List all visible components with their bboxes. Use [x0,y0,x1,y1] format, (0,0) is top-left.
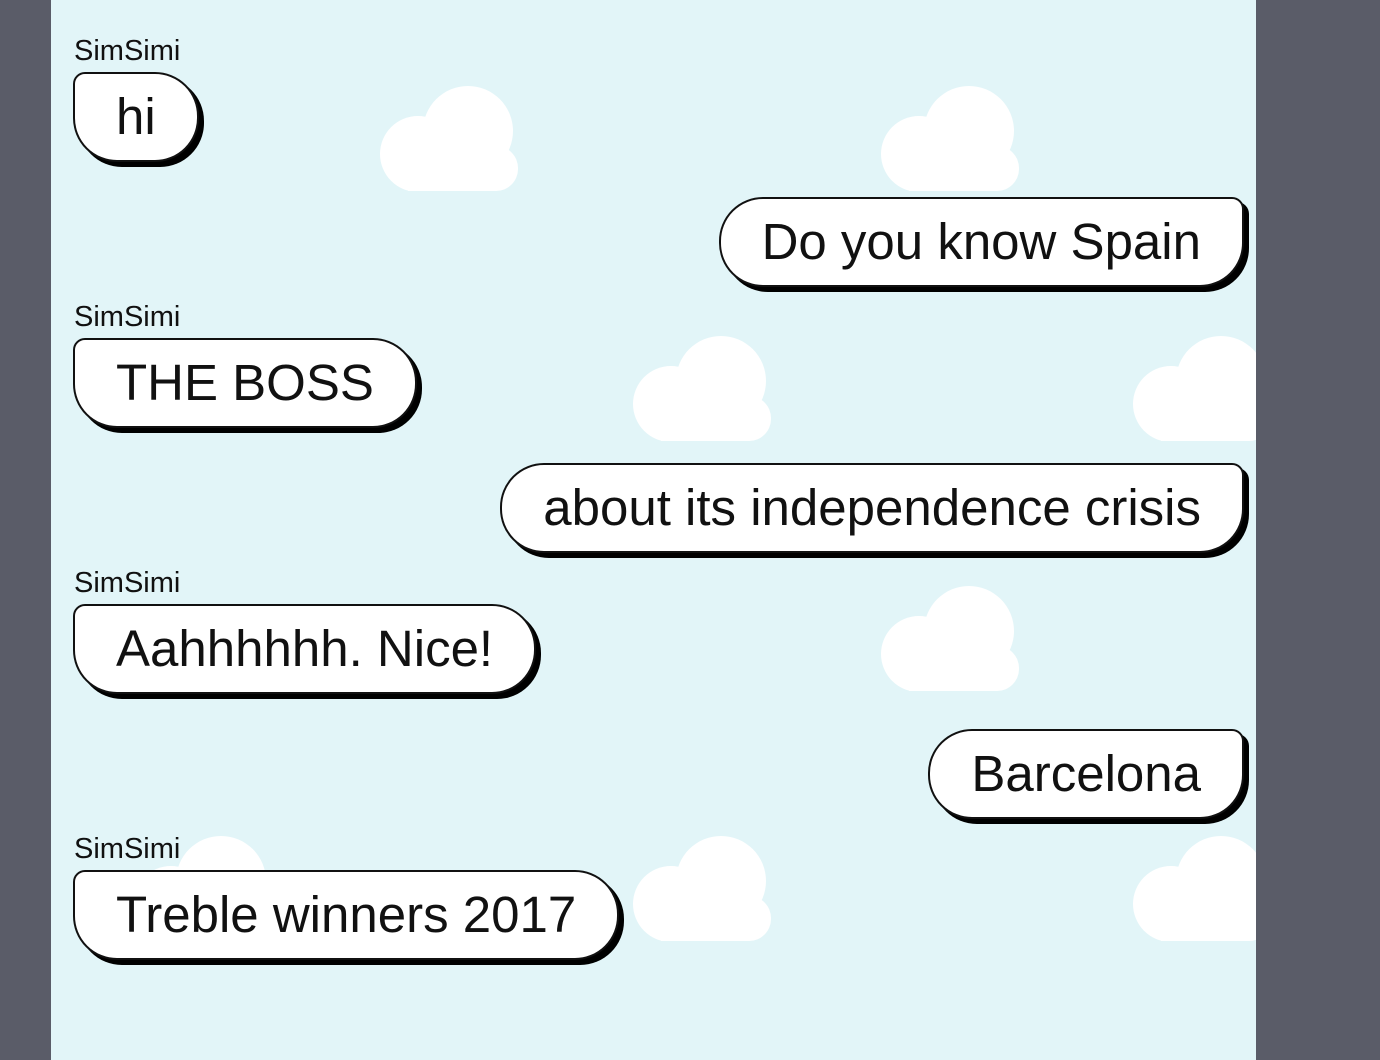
cloud-decoration [1131,336,1256,441]
message-bubble-sent[interactable]: Barcelona [928,729,1244,819]
cloud-decoration [631,336,771,441]
cloud-decoration [879,86,1019,191]
message-bubble-received[interactable]: hi [73,72,199,162]
sender-name: SimSimi [74,35,181,67]
message-bubble-sent[interactable]: about its independence crisis [500,463,1244,553]
message-bubble-received[interactable]: THE BOSS [73,338,417,428]
cloud-decoration [879,586,1019,691]
cloud-decoration [1131,836,1256,941]
message-bubble-received[interactable]: Treble winners 2017 [73,870,620,960]
chat-panel[interactable]: SimSimi hi Do you know Spain SimSimi THE… [51,0,1256,1060]
message-bubble-received[interactable]: Aahhhhhh. Nice! [73,604,537,694]
sender-name: SimSimi [74,567,181,599]
sender-name: SimSimi [74,301,181,333]
sender-name: SimSimi [74,833,181,865]
message-bubble-sent[interactable]: Do you know Spain [718,197,1244,287]
cloud-decoration [378,86,518,191]
cloud-decoration [631,836,771,941]
